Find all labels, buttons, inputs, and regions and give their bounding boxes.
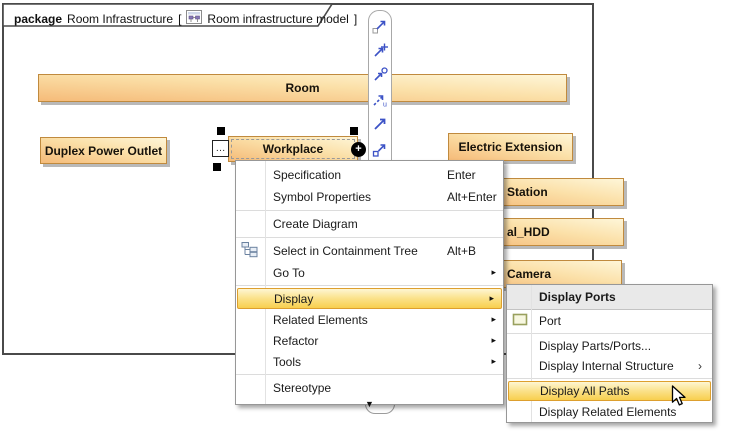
block-workplace[interactable]: Workplace [228,136,358,162]
block-workplace-label: Workplace [262,142,324,156]
scroll-down-icon: ▼ [365,399,374,409]
menu-item-label: Symbol Properties [273,190,372,204]
menu-item-specification[interactable]: Specification Enter [236,164,503,186]
menu-item-stereotype[interactable]: Stereotype [236,377,503,399]
selection-handle-bottom-left[interactable] [213,163,221,171]
menu-item-select-in-containment-tree[interactable]: Select in Containment Tree Alt+B [236,240,503,262]
package-name-label: Room Infrastructure [67,11,174,26]
menu-icon-column-divider [265,161,266,404]
submenu-item-display-parts-ports[interactable]: Display Parts/Ports... [507,336,712,356]
diagram-header-tab[interactable]: package Room Infrastructure [ Room infra… [2,3,357,27]
usage-arrow-icon[interactable]: u [372,92,388,108]
compartment-dots-button[interactable]: … [212,140,229,157]
menu-item-related-elements[interactable]: Related Elements ▸ [236,309,503,330]
menu-item-label: Go To [273,265,305,280]
mouse-cursor-icon [671,385,691,414]
diagram-name-label: Room infrastructure model [207,11,349,26]
block-electric-extension[interactable]: Electric Extension [448,133,573,161]
block-camera-label: Camera [507,267,552,281]
submenu-item-port[interactable]: Port [507,310,712,331]
bracket-open: [ [178,11,182,26]
submenu-arrow-icon: ▸ [491,314,496,324]
solid-arrow-icon[interactable] [372,116,388,132]
block-room-label: Room [285,81,320,95]
selection-handle-top-left[interactable] [217,127,225,135]
menu-item-label: Create Diagram [273,217,358,231]
menu-item-create-diagram[interactable]: Create Diagram [236,213,503,235]
submenu-item-label: Port [539,313,562,328]
menu-item-tools[interactable]: Tools ▸ [236,351,503,372]
smart-manipulator-toolbar: u [368,10,392,162]
submenu-header-display-ports: Display Ports [507,285,712,310]
context-menu: Specification Enter Symbol Properties Al… [235,160,504,409]
menu-item-symbol-properties[interactable]: Symbol Properties Alt+Enter [236,186,503,208]
menu-item-refactor[interactable]: Refactor ▸ [236,330,503,351]
block-electric-extension-label: Electric Extension [458,140,563,154]
menu-item-label: Specification [273,168,342,182]
menu-item-shortcut: Alt+B [447,244,477,258]
add-relation-button[interactable]: + [351,142,366,157]
menu-item-label: Select in Containment Tree [273,244,418,258]
selection-handle-top-right[interactable] [350,127,358,135]
menu-item-shortcut: Enter [447,168,476,182]
menu-item-display[interactable]: Display ▸ [237,288,502,309]
menu-item-label: Display [274,291,314,306]
block-duplex-power-outlet-label: Duplex Power Outlet [44,143,163,158]
menu-item-label: Tools [273,354,302,369]
port-icon [512,312,529,329]
block-station-label: Station [507,185,548,199]
submenu-arrow-icon: ▸ [491,335,496,345]
submenu-item-label: Display Related Elements [539,404,677,419]
submenu-item-display-internal-structure[interactable]: Display Internal Structure › [507,356,712,376]
menu-item-shortcut: Alt+Enter [447,190,497,204]
square-arrow-icon[interactable] [372,141,388,157]
corner-arrow-icon[interactable] [372,18,388,34]
circle-arrow-icon[interactable] [372,67,388,83]
submenu-arrow-icon: ▸ [491,267,496,277]
submenu-item-label: Display Internal Structure [539,359,674,373]
diagram-kind-label: package [14,11,63,26]
submenu-arrow-icon: › [698,359,702,373]
submenu-arrow-icon: ▸ [489,293,494,303]
cross-arrow-icon[interactable] [372,43,388,59]
menu-item-go-to[interactable]: Go To ▸ [236,262,503,283]
block-room[interactable]: Room [38,74,567,102]
containment-tree-icon [241,242,258,261]
block-duplex-power-outlet[interactable]: Duplex Power Outlet [40,137,167,164]
submenu-item-display-all-paths[interactable]: Display All Paths [508,381,711,401]
menu-item-label: Refactor [273,333,319,348]
selection-dashed-border [231,139,355,159]
block-external-hdd-label: al_HDD [507,225,550,239]
menu-item-label: Stereotype [273,381,332,395]
menu-scroll-down[interactable]: ▼ [236,399,503,411]
menu-item-label: Related Elements [273,312,368,327]
svg-text:u: u [383,101,387,108]
submenu-arrow-icon: ▸ [491,356,496,366]
submenu-icon-column-divider [531,285,532,422]
submenu-item-label: Display All Paths [540,384,630,398]
submenu-item-label: Display Parts/Ports... [539,339,652,353]
submenu-item-display-related-elements[interactable]: Display Related Elements [507,401,712,422]
diagram-header-tab-shape [2,3,334,27]
bracket-close: ] [353,11,358,26]
diagram-type-icon [186,10,203,27]
